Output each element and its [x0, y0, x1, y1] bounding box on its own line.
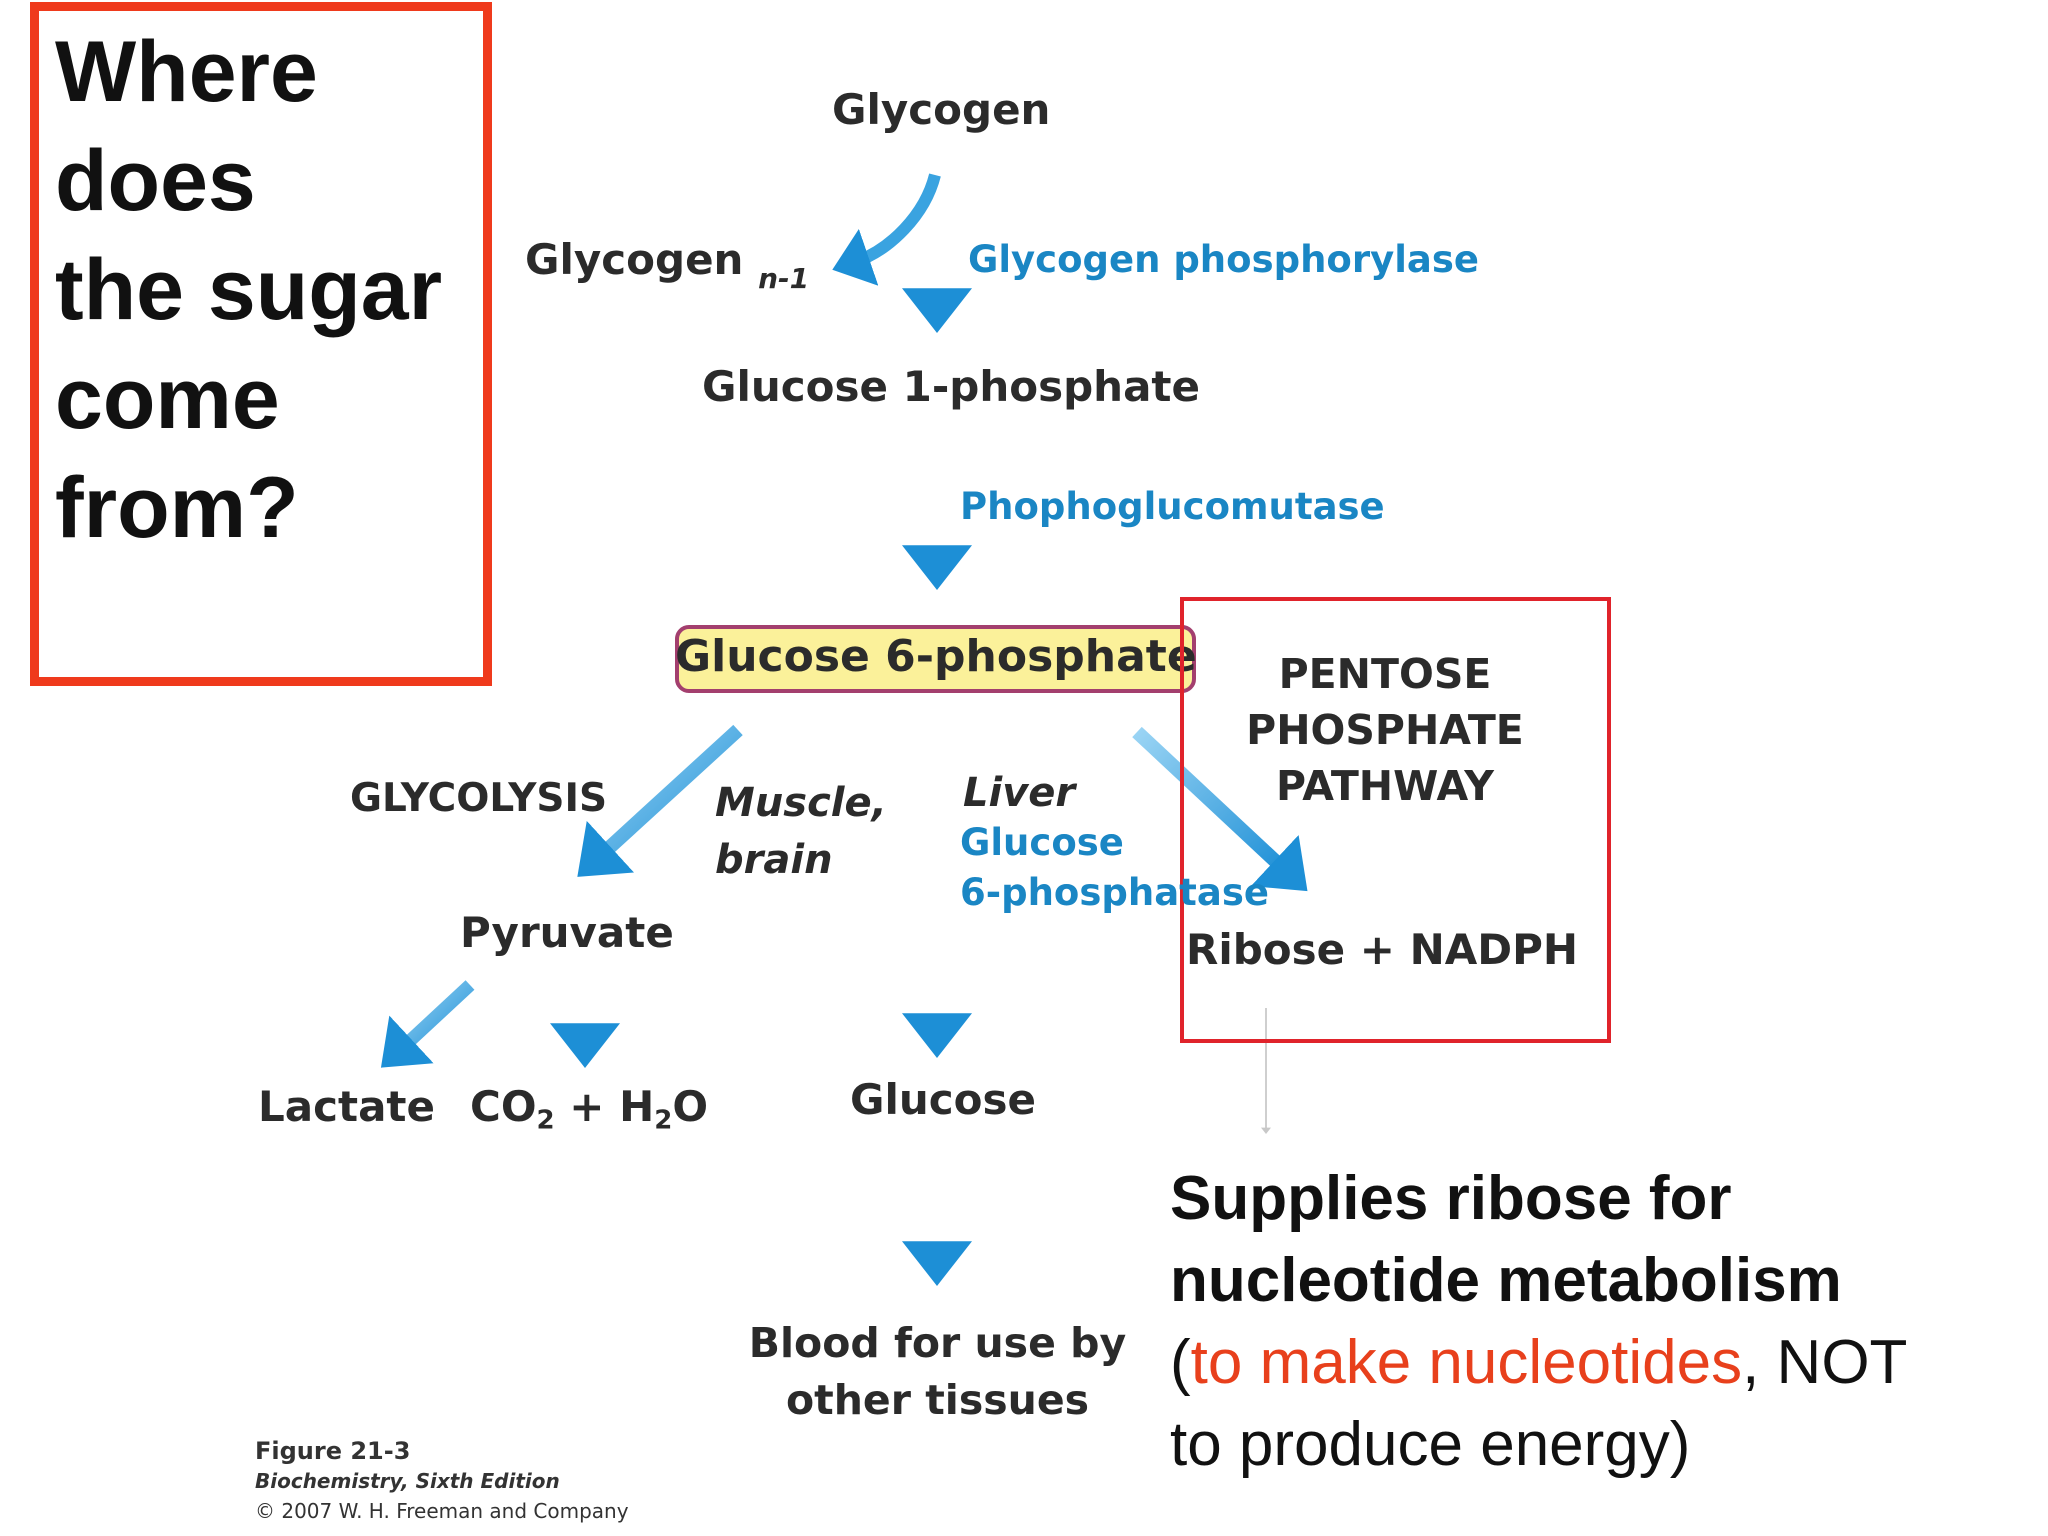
arrow-pyruvate-to-lactate — [380, 980, 475, 1068]
description-line: Supplies ribose for — [1170, 1164, 1732, 1233]
question-text: Where does the sugar come from? — [55, 18, 485, 563]
enzyme-phosphoglucomutase: Phophoglucomutase — [960, 485, 1385, 528]
enzyme-glycogen-phosphorylase: Glycogen phosphorylase — [968, 238, 1479, 281]
pathway-glycolysis: GLYCOLYSIS — [350, 776, 608, 821]
arrow-g6p-to-ribose — [1132, 726, 1308, 892]
book-title: Biochemistry, Sixth Edition — [255, 1469, 560, 1493]
question-line: from? — [55, 460, 299, 556]
node-pyruvate: Pyruvate — [460, 908, 674, 957]
node-glycogen: Glycogen — [832, 85, 1051, 134]
question-line: does — [55, 133, 256, 229]
figure-number: Figure 21-3 — [255, 1437, 411, 1465]
arrow-g6p-to-pyruvate — [577, 724, 743, 877]
tissue-muscle-line: Muscle, — [715, 780, 887, 826]
ppp-title-line: PATHWAY — [1276, 762, 1494, 810]
node-ribose-nadph: Ribose + NADPH — [1186, 925, 1579, 974]
ppp-description: Supplies ribose for nucleotide metabolis… — [1170, 1158, 2030, 1486]
node-blood-other-tissues: Blood for use by other tissues — [745, 1315, 1130, 1429]
blood-line: other tissues — [785, 1376, 1090, 1424]
enzyme-g6pase-line: Glucose — [960, 821, 1124, 864]
description-highlight: to make nucleotides — [1190, 1328, 1743, 1397]
node-glucose-1-phosphate: Glucose 1-phosphate — [702, 362, 1200, 411]
question-box — [30, 2, 492, 686]
pathway-ppp-title: PENTOSE PHOSPHATE PATHWAY — [1195, 646, 1575, 814]
node-glycogen-n1: Glycogen n-1 — [525, 235, 809, 295]
question-line: Where — [55, 24, 318, 120]
node-glucose-6-phosphate: Glucose 6-phosphate — [675, 631, 1197, 682]
node-glucose: Glucose — [850, 1075, 1037, 1124]
ppp-highlight-box — [1180, 597, 1611, 1043]
tissue-liver: Liver — [963, 770, 1076, 816]
figure-credit: Figure 21-3 Biochemistry, Sixth Edition … — [255, 1436, 629, 1526]
node-lactate: Lactate — [258, 1082, 435, 1131]
tissue-muscle-brain: Muscle, brain — [715, 775, 887, 889]
node-glycogen-n1-label: Glycogen — [525, 235, 744, 284]
description-line: nucleotide metabolism — [1170, 1246, 1842, 1315]
question-line: come — [55, 351, 280, 447]
node-glycogen-n1-subscript: n-1 — [758, 262, 810, 295]
node-co2-h2o: CO2 + H2O — [470, 1082, 709, 1136]
description-line: to produce energy) — [1170, 1410, 1691, 1479]
description-rest: , NOT — [1742, 1328, 1908, 1397]
question-line: the sugar — [55, 242, 443, 338]
glucose-6-phosphate-box — [675, 625, 1196, 693]
arrow-glycogen-to-glycogen-n1 — [832, 173, 941, 286]
blood-line: Blood for use by — [748, 1319, 1127, 1367]
description-open-paren: ( — [1170, 1328, 1191, 1397]
ppp-title-line: PENTOSE — [1278, 650, 1492, 698]
tissue-brain-line: brain — [715, 837, 833, 883]
enzyme-glucose-6-phosphatase: Glucose 6-phosphatase — [960, 818, 1269, 918]
ppp-title-line: PHOSPHATE — [1246, 706, 1524, 754]
copyright: © 2007 W. H. Freeman and Company — [255, 1499, 629, 1523]
enzyme-g6pase-line: 6-phosphatase — [960, 871, 1269, 914]
